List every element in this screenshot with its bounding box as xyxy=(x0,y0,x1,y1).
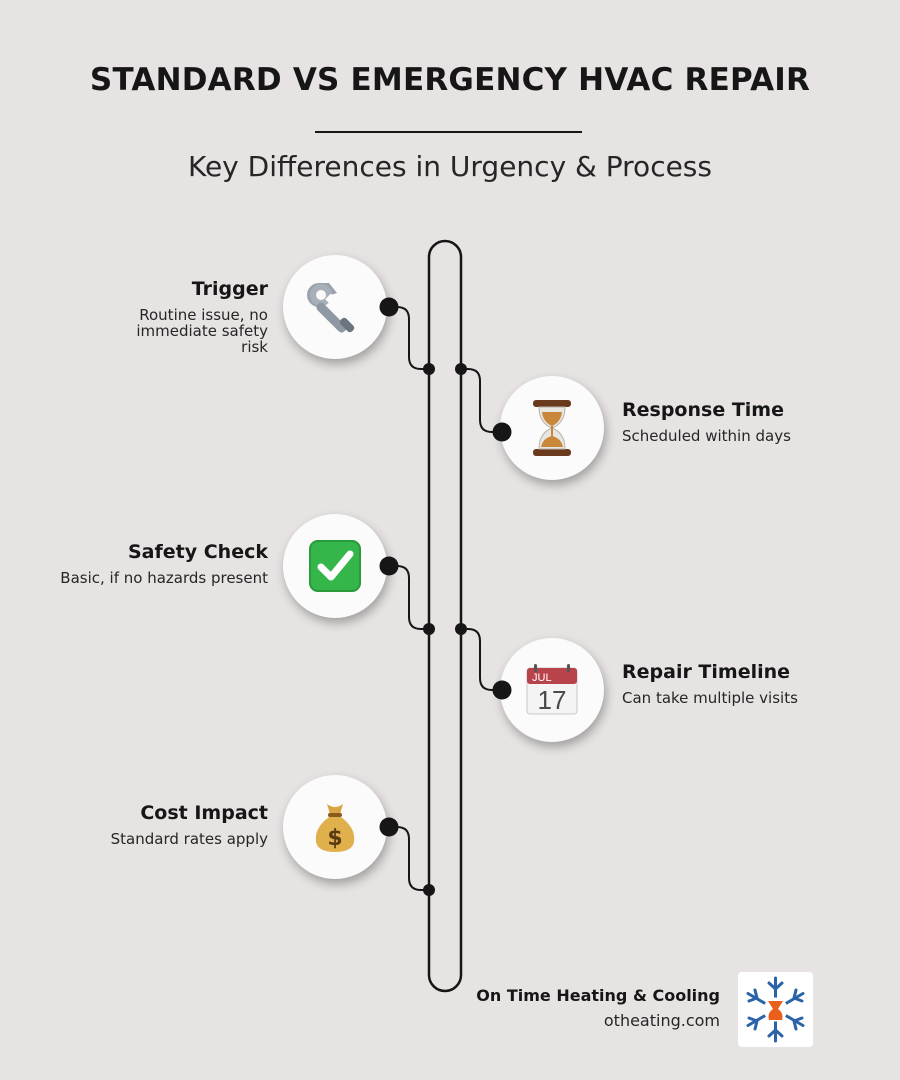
trigger-heading: Trigger xyxy=(191,278,268,300)
calendar-month: JUL xyxy=(532,672,552,684)
repair-timeline-heading: Repair Timeline xyxy=(622,661,791,683)
svg-text:$: $ xyxy=(327,826,342,851)
connector-safety-check xyxy=(389,565,429,630)
response-time-description: Scheduled within days xyxy=(622,427,791,445)
response-time-dot xyxy=(492,422,512,442)
cost-impact-dot xyxy=(379,817,399,837)
trigger-label: Trigger Routine issue, no immediate safe… xyxy=(8,278,268,355)
response-time-label: Response Time Scheduled within days xyxy=(622,399,882,444)
repair-timeline-dot xyxy=(492,680,512,700)
track-dot xyxy=(455,363,467,375)
track-dot xyxy=(455,623,467,635)
trigger-description: Routine issue, no immediate safety risk xyxy=(136,306,268,356)
brand-name: On Time Heating & Cooling xyxy=(476,986,720,1005)
safety-check-description: Basic, if no hazards present xyxy=(60,569,268,587)
cost-impact-heading: Cost Impact xyxy=(140,802,268,824)
title-divider xyxy=(315,131,582,133)
trigger-icon-circle xyxy=(283,255,387,359)
repair-timeline-icon-circle: JUL 17 xyxy=(500,638,604,742)
brand-url[interactable]: otheating.com xyxy=(603,1011,720,1030)
safety-check-heading: Safety Check xyxy=(128,541,268,563)
track-dot xyxy=(423,623,435,635)
hourglass-icon xyxy=(533,400,571,456)
response-time-heading: Response Time xyxy=(622,399,784,421)
check-mark-icon xyxy=(309,540,361,592)
repair-timeline-description: Can take multiple visits xyxy=(622,689,798,707)
calendar-icon: JUL 17 xyxy=(526,664,578,715)
connector-trigger xyxy=(389,306,429,370)
calendar-day: 17 xyxy=(538,685,567,715)
safety-check-dot xyxy=(379,556,399,576)
connector-response-time xyxy=(461,368,502,433)
cost-impact-icon-circle: $ xyxy=(283,775,387,879)
wrench-icon xyxy=(307,283,355,333)
page-subtitle: Key Differences in Urgency & Process xyxy=(187,150,712,183)
track-dot xyxy=(423,363,435,375)
response-time-icon-circle xyxy=(500,376,604,480)
timeline-track xyxy=(427,239,463,993)
connector-cost-impact xyxy=(389,826,429,891)
connector-repair-timeline xyxy=(461,628,502,691)
money-bag-icon: $ xyxy=(315,804,355,852)
safety-check-icon-circle xyxy=(283,514,387,618)
trigger-dot xyxy=(379,297,399,317)
cost-impact-description: Standard rates apply xyxy=(110,830,268,848)
page-title: STANDARD VS EMERGENCY HVAC REPAIR xyxy=(89,62,811,98)
snowflake-flame-logo-icon xyxy=(746,976,805,1043)
cost-impact-label: Cost Impact Standard rates apply xyxy=(8,802,268,847)
track-dot xyxy=(423,884,435,896)
repair-timeline-label: Repair Timeline Can take multiple visits xyxy=(622,661,882,706)
brand-block: On Time Heating & Cooling otheating.com xyxy=(440,986,720,1030)
brand-logo xyxy=(738,972,813,1047)
safety-check-label: Safety Check Basic, if no hazards presen… xyxy=(8,541,268,586)
